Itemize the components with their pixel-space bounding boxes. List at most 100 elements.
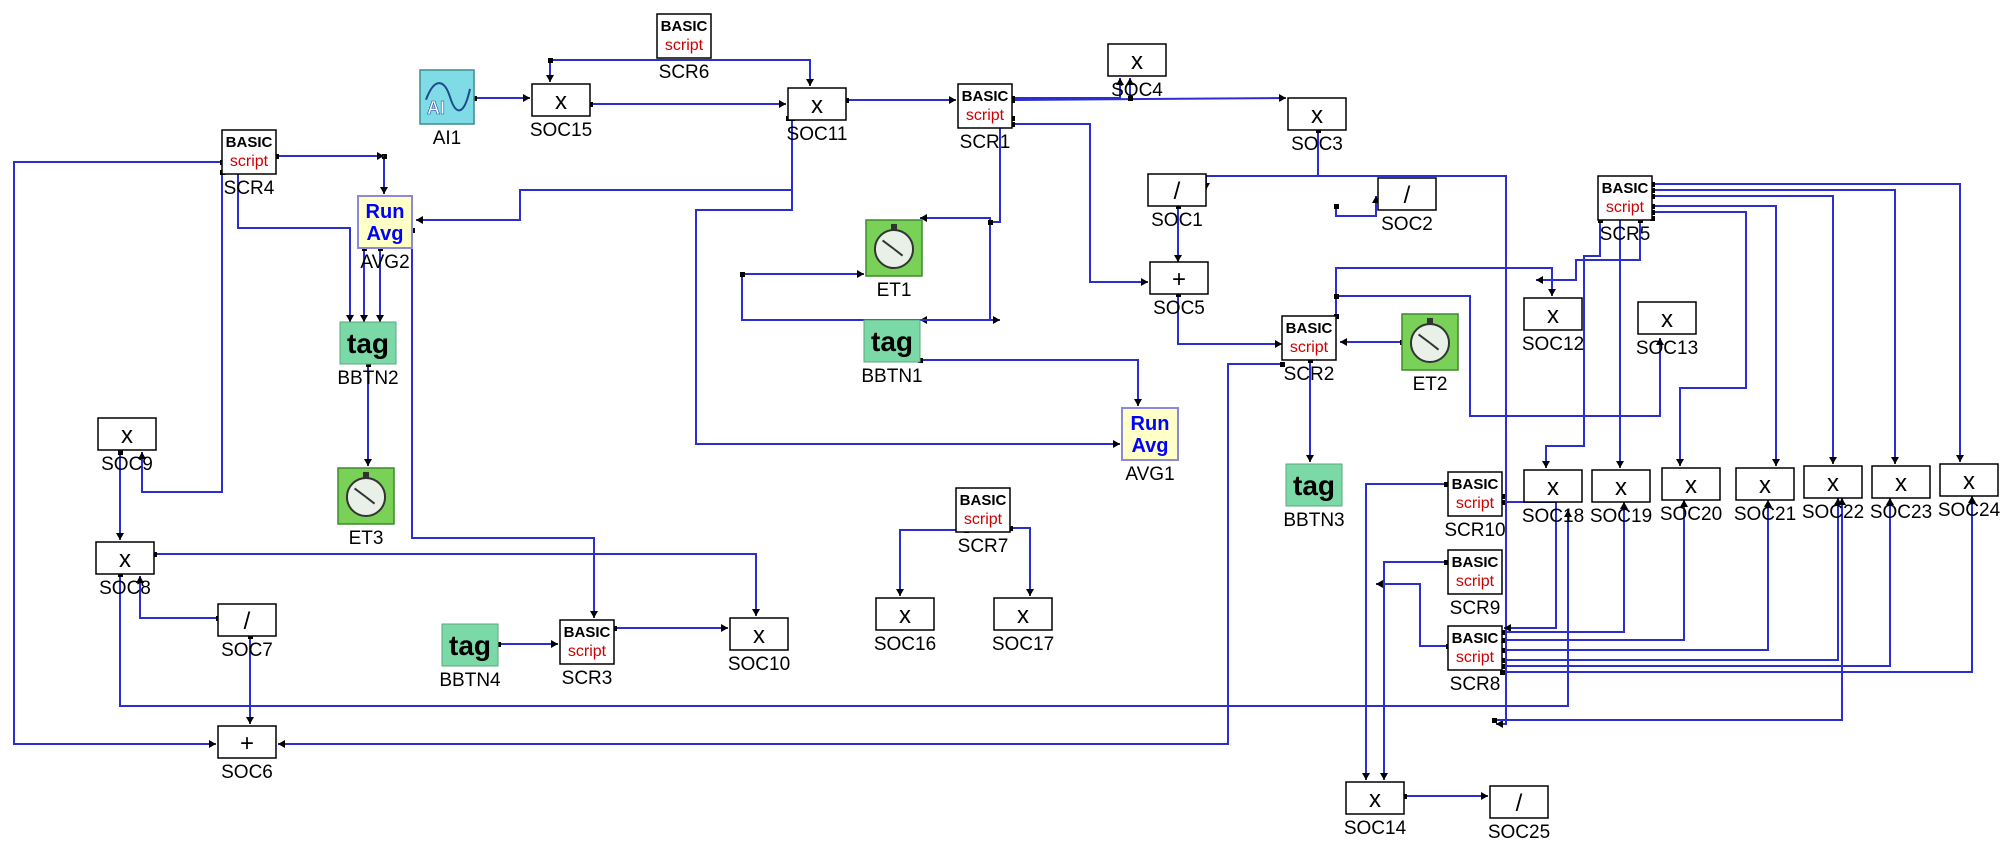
script-line2: script — [966, 107, 1005, 124]
block-soc7[interactable]: /SOC7 — [217, 603, 277, 661]
wire-junction — [382, 154, 387, 159]
connection-wire — [278, 362, 1285, 748]
connection-wire — [1126, 78, 1134, 101]
operator-symbol: x — [1547, 302, 1559, 329]
arrowhead-icon — [920, 214, 927, 222]
script-line2: script — [1456, 649, 1495, 666]
block-label: SOC10 — [728, 654, 790, 675]
operator-box — [1871, 465, 1931, 499]
wire-junction — [988, 220, 993, 225]
arrowhead-icon — [1956, 455, 1964, 462]
operator-box — [1591, 469, 1651, 503]
arrowhead-icon — [1564, 510, 1572, 517]
script-icon — [1597, 175, 1653, 221]
block-et1[interactable]: ET1 — [865, 219, 923, 301]
block-soc6[interactable]: +SOC6 — [217, 725, 277, 783]
operator-box — [993, 597, 1053, 631]
arrowhead-icon — [551, 640, 558, 648]
block-soc5[interactable]: +SOC5 — [1149, 261, 1209, 319]
script-line2: script — [1456, 495, 1495, 512]
tag-icon — [441, 623, 499, 667]
block-soc1[interactable]: /SOC1 — [1147, 173, 1207, 231]
operator-box — [217, 603, 277, 637]
block-label: SOC11 — [787, 124, 848, 145]
operator-symbol: x — [753, 622, 765, 649]
arrowhead-icon — [1504, 624, 1511, 632]
block-label: BBTN1 — [861, 366, 922, 387]
block-label: SCR4 — [224, 178, 275, 199]
arrowhead-icon — [1676, 459, 1684, 466]
arrowhead-icon — [1616, 461, 1624, 468]
avg-line1: Run — [366, 201, 405, 223]
arrowhead-icon — [1362, 773, 1370, 780]
block-et2[interactable]: ET2 — [1401, 313, 1459, 395]
arrowhead-icon — [857, 270, 864, 278]
block-label: SOC15 — [530, 120, 592, 141]
block-et3[interactable]: ET3 — [337, 467, 395, 549]
wire-junction — [1444, 560, 1449, 565]
script-line2: script — [568, 643, 607, 660]
operator-symbol: x — [899, 602, 911, 629]
script-icon — [1447, 549, 1503, 595]
block-label: SCR6 — [659, 62, 710, 83]
arrowhead-icon — [1481, 792, 1488, 800]
connection-wire — [588, 100, 786, 108]
connection-wire — [844, 96, 956, 104]
arrowhead-icon — [1542, 461, 1550, 468]
arrowhead-icon — [1772, 459, 1780, 466]
arrowhead-icon — [1134, 399, 1142, 406]
block-soc25[interactable]: /SOC25 — [1488, 785, 1550, 843]
script-line1: BASIC — [661, 18, 708, 35]
block-label: BBTN3 — [1283, 510, 1344, 531]
operator-box — [1377, 177, 1437, 211]
operator-symbol: x — [1131, 48, 1143, 75]
block-soc2[interactable]: /SOC2 — [1377, 177, 1437, 235]
block-label: BBTN4 — [439, 670, 501, 691]
arrowhead-icon — [1886, 498, 1894, 505]
block-label: ET2 — [1413, 374, 1448, 395]
connection-wire — [416, 116, 793, 224]
connection-wire — [1334, 196, 1380, 217]
block-label: AI1 — [433, 128, 462, 149]
arrowhead-icon — [1536, 276, 1543, 284]
script-line2: script — [1456, 573, 1495, 590]
connection-wire — [472, 94, 530, 102]
block-label: SOC23 — [1870, 502, 1932, 523]
